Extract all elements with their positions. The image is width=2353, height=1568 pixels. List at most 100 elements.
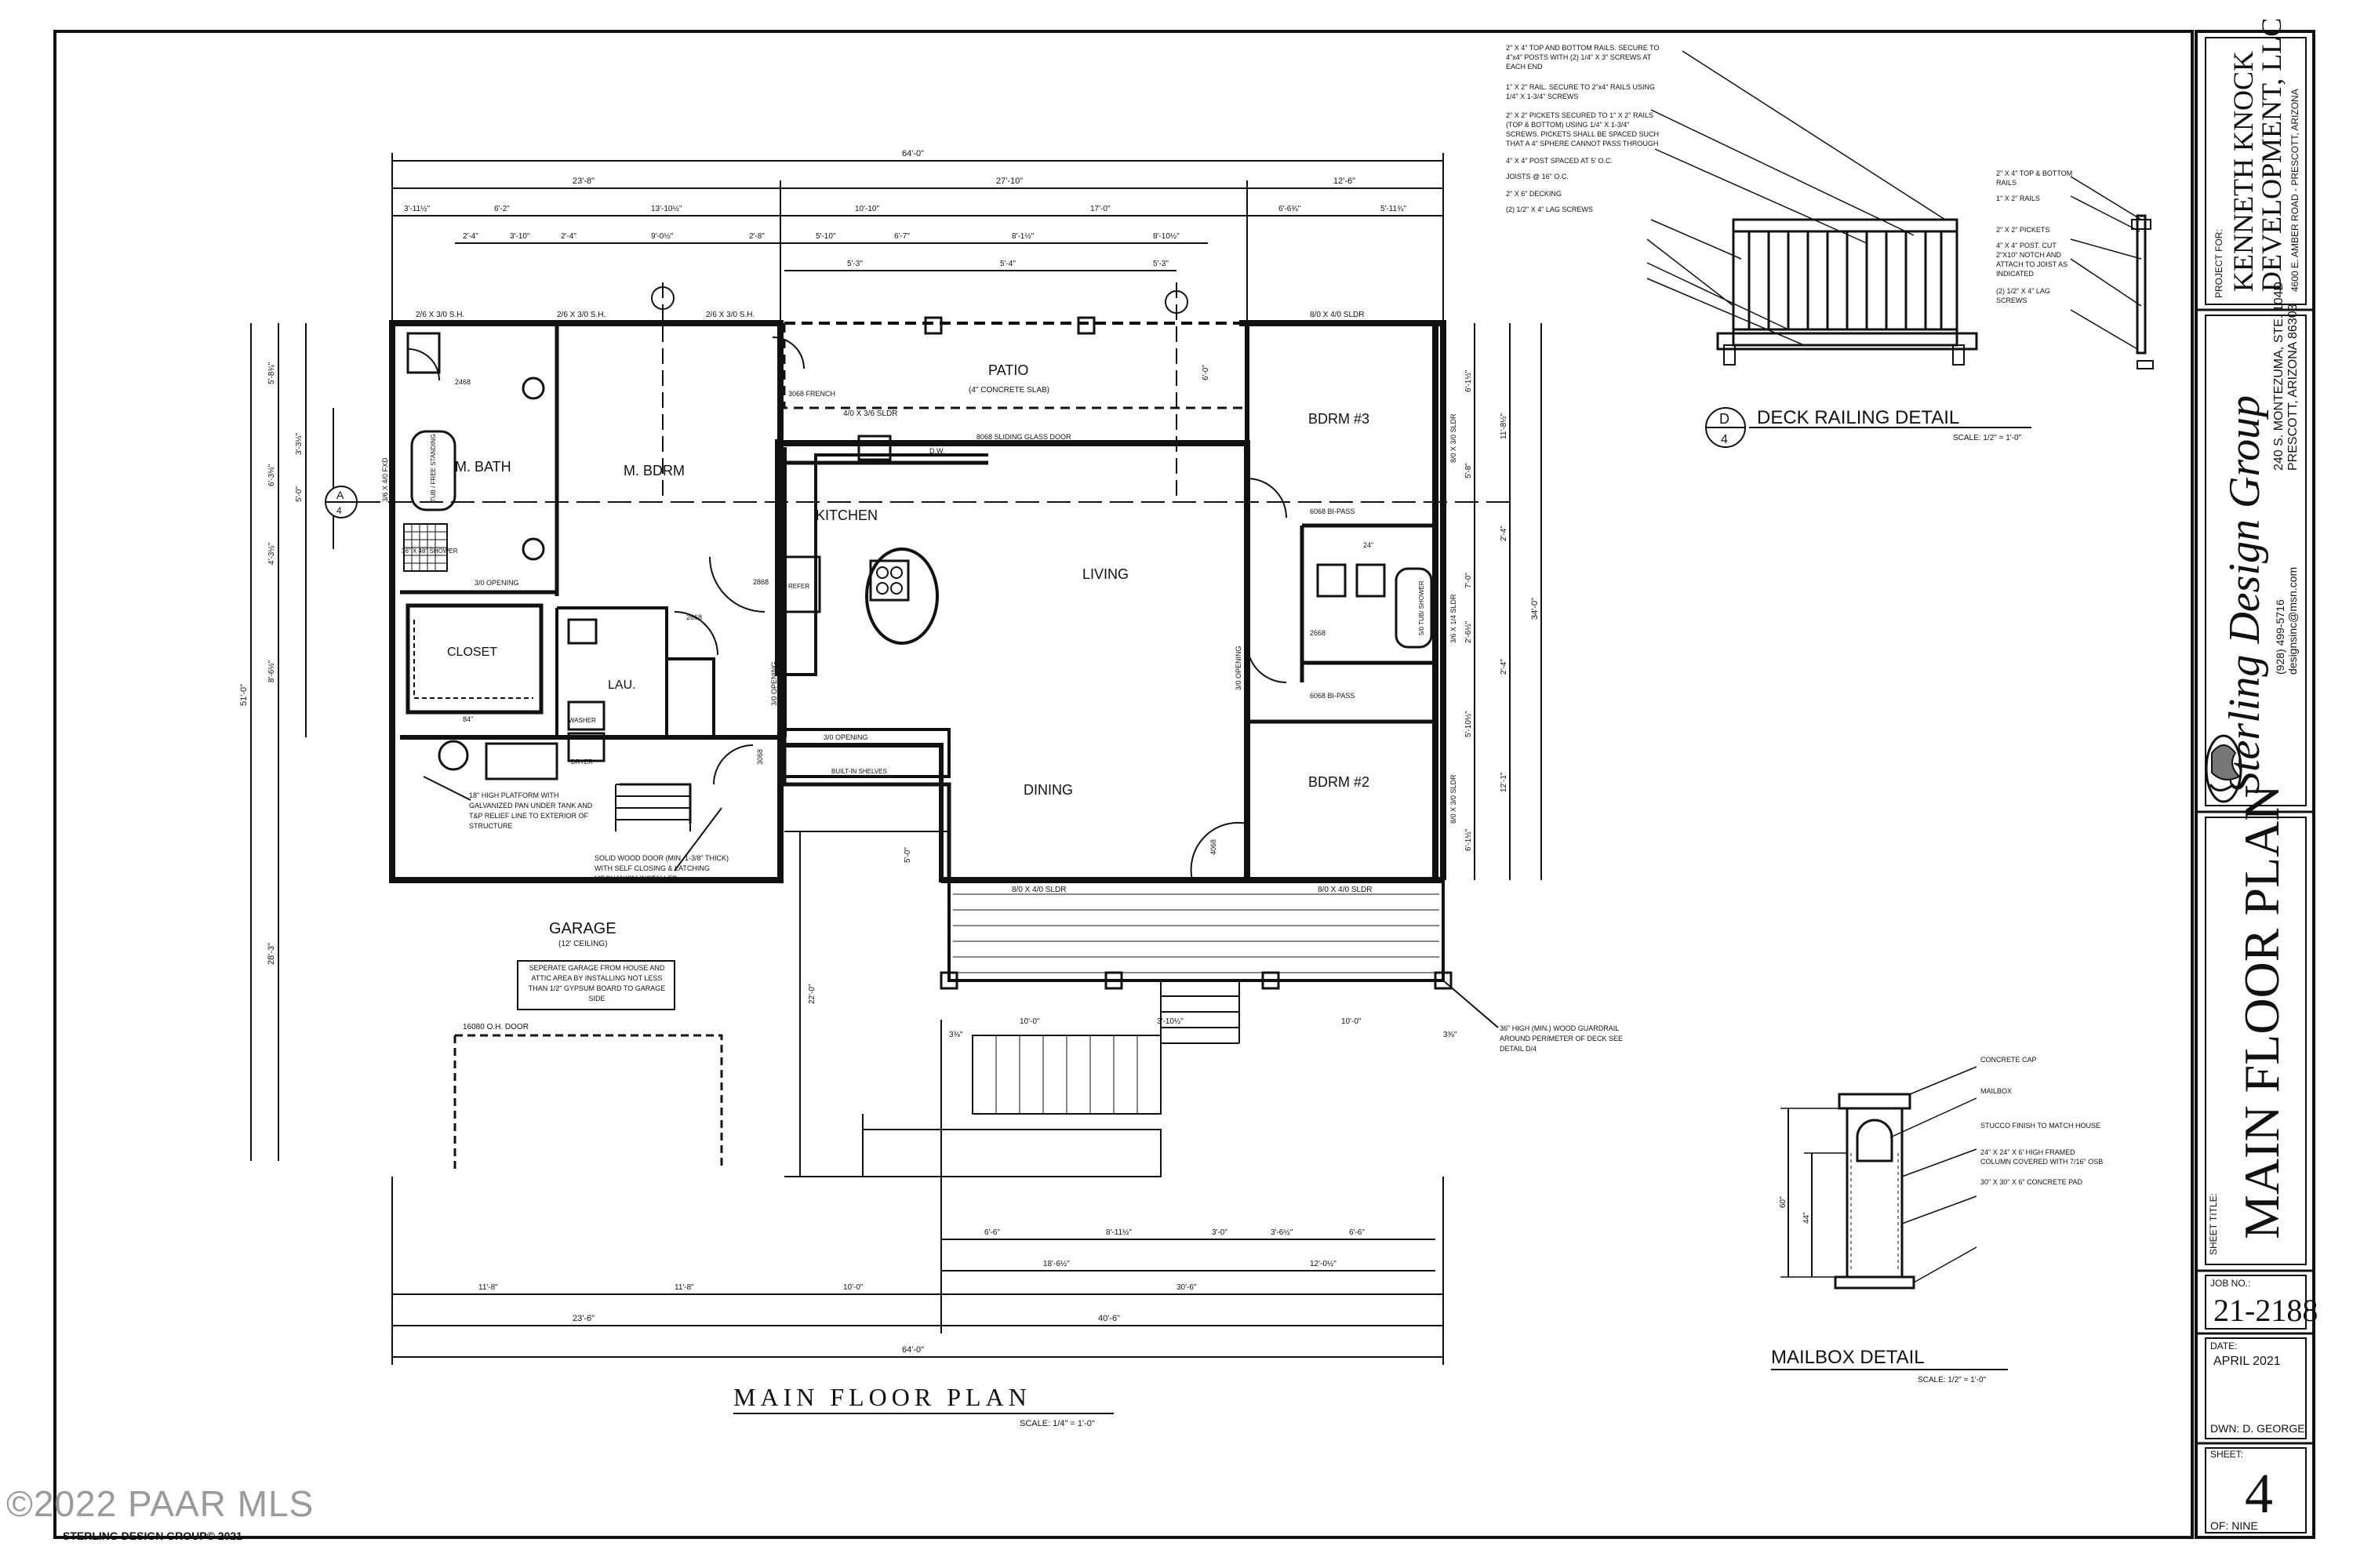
window-side-label: 3/6 X 4/0 FXD — [381, 457, 389, 502]
dim-top-2e: 17'-0" — [1090, 205, 1111, 213]
deck-railing-detail: D 4 DECK RAILING DETAIL SCALE: 1/2" = 1'… — [1506, 43, 2154, 448]
deck-note-4: 4" X 4" POST SPACED AT 5' O.C. — [1506, 157, 1613, 165]
firm-address1: 240 S. MONTEZUMA, STE. 104D — [2272, 282, 2286, 471]
dim-right-5: 7'-0" — [1464, 573, 1473, 588]
deck-detail-scale: SCALE: 1/2" = 1'-0" — [1953, 434, 2022, 442]
sheet-border — [53, 30, 2194, 1539]
deck-detail-side-notes: 2" X 4" TOP & BOTTOM RAILS 1" X 2" RAILS… — [1996, 169, 2078, 305]
date-label: DATE: — [2210, 1341, 2237, 1352]
mailbox-note-1: CONCRETE CAP — [1980, 1056, 2037, 1064]
room-lau: LAU. — [608, 678, 636, 692]
copyright-note: STERLING DESIGN GROUP© 2021 — [63, 1530, 242, 1542]
dim-top-2f: 6'-6¾" — [1278, 205, 1301, 213]
shelf-24-label: 24" — [1363, 541, 1373, 549]
sheet-label: SHEET: — [2210, 1449, 2243, 1460]
sheet-of: OF: NINE — [2210, 1519, 2258, 1532]
room-patio: PATIO — [988, 362, 1028, 378]
sheet-number: 4 — [2245, 1462, 2273, 1525]
room-living: LIVING — [1082, 566, 1129, 582]
dim-stairs-run: 22'-0" — [808, 984, 816, 1004]
dim-top-4a: 5'-3" — [847, 260, 863, 268]
deck-side-note-1: 2" X 4" TOP & BOTTOM RAILS — [1996, 169, 2073, 187]
date-value: APRIL 2021 — [2213, 1355, 2281, 1368]
opening2-label: 3/0 OPENING — [824, 733, 868, 741]
dim-top-2a: 3'-11½" — [404, 205, 431, 213]
opening3-label: 3/0 OPENING — [770, 661, 778, 706]
platform-note: 18" HIGH PLATFORM WITH GALVANIZED PAN UN… — [469, 791, 593, 830]
project-for-label: PROJECT FOR: — [2213, 229, 2224, 298]
dim-top-1a: 23'-8" — [573, 176, 595, 186]
deck-side-note-5: (2) 1/2" X 4" LAG SCREWS — [1996, 287, 2050, 304]
dryer-label: DRYER — [571, 759, 593, 766]
firm-phone: (928) 499-5716 — [2274, 599, 2286, 675]
room-bdrm2: BDRM #2 — [1308, 774, 1369, 790]
plan-scale: SCALE: 1/4" = 1'-0" — [1020, 1419, 1095, 1428]
room-m-bath: M. BATH — [455, 459, 511, 475]
dim-bottom-4b: 40'-6" — [1098, 1314, 1120, 1323]
dim-bottom-overall: 64'-0" — [902, 1345, 924, 1355]
dim-deck-depth: 5'-0" — [904, 847, 912, 863]
dim-top-3h: 8'-1½" — [1012, 232, 1035, 241]
firm-address2: PRESCOTT, ARIZONA 86303 — [2286, 304, 2300, 471]
dim-top-3i: 8'-10½" — [1153, 232, 1180, 241]
dim-deck-a: 10'-0" — [1020, 1017, 1040, 1026]
door-4068-label: 4068 — [1209, 839, 1217, 855]
dim-top-1b: 27'-10" — [996, 176, 1023, 186]
dim-bottom-3c: 10'-0" — [843, 1283, 864, 1292]
room-kitchen: KITCHEN — [816, 508, 878, 523]
dim-top-3a: 2'-4" — [463, 232, 478, 241]
dim-left-overall: 51'-0" — [239, 684, 249, 706]
dim-right-1: 6'-1½" — [1464, 369, 1473, 392]
deck-detail-notes: 2" X 4" TOP AND BOTTOM RAILS. SECURE TO … — [1506, 43, 1663, 214]
dim-left-4: 5'-0" — [295, 486, 304, 502]
dim-top-4b: 5'-4" — [1000, 260, 1016, 268]
garage-ceiling: (12' CEILING) — [558, 940, 607, 948]
patio-note: (4" CONCRETE SLAB) — [969, 386, 1049, 395]
plan-labels: M. BATH M. BDRM KITCHEN LIVING DINING BD… — [239, 149, 1623, 1428]
dim-left-6: 8'-6½" — [267, 660, 276, 682]
main-floor-plan — [250, 153, 1542, 1365]
dim-bottom-1d: 3'-6½" — [1271, 1228, 1293, 1237]
dim-right-6: 2'-6½" — [1464, 620, 1473, 643]
deck-note-2: 1" X 2" RAIL. SECURE TO 2"x4" RAILS USIN… — [1506, 83, 1656, 100]
bipass1-label: 6068 BI-PASS — [1310, 508, 1355, 515]
dim-bottom-1a: 6'-6" — [984, 1228, 1000, 1237]
dim-top-overall: 64'-0" — [902, 149, 924, 158]
section-marker-sheet: 4 — [336, 505, 342, 516]
window-label-bdrm3: 8/0 X 4/0 SLDR — [1310, 311, 1364, 319]
mls-watermark: ©2022 PAAR MLS — [6, 1483, 315, 1524]
room-m-bdrm: M. BDRM — [624, 463, 685, 478]
french-door-label: 3068 FRENCH — [788, 390, 835, 398]
window-label-c: 2/6 X 3/0 S.H. — [706, 311, 755, 319]
mailbox-detail-title: MAILBOX DETAIL — [1771, 1347, 1925, 1368]
bipass2-label: 6068 BI-PASS — [1310, 692, 1355, 700]
opening4-label: 3/0 OPENING — [1235, 646, 1242, 690]
dim-bottom-1c: 3'-0" — [1212, 1228, 1227, 1237]
window-label-4x36: 4/0 X 3/6 SLDR — [843, 409, 897, 418]
dim-deck-c: 10'-0" — [1341, 1017, 1362, 1026]
dim-top-3b: 3'-10" — [510, 232, 530, 241]
shower-label: 36" X 48" SHOWER — [402, 548, 458, 555]
dim-left-2: 3'-3½" — [295, 432, 304, 455]
dim-top-2d: 10'-10" — [855, 205, 879, 213]
dining-window1-label: 8/0 X 4/0 SLDR — [1012, 886, 1066, 894]
job-no-label: JOB NO.: — [2210, 1278, 2250, 1289]
shelf-84-label: 84" — [463, 715, 473, 723]
client-address: 4600 E. AMBER ROAD - PRESCOTT, ARIZONA — [2289, 89, 2300, 292]
door-3068-label: 3068 — [756, 749, 764, 765]
opening1-label: 3/0 OPENING — [475, 579, 519, 587]
dw-label: D.W. — [929, 447, 945, 455]
dim-top-3g: 6'-7" — [894, 232, 910, 241]
dim-top-4c: 5'-3" — [1153, 260, 1169, 268]
deck-side-note-3: 2" X 2" PICKETS — [1996, 226, 2050, 234]
oh-door-label: 16080 O.H. DOOR — [463, 1023, 529, 1031]
job-number: 21-2188 — [2213, 1293, 2318, 1328]
dim-top-2b: 6'-2" — [494, 205, 510, 213]
dim-top-3e: 2'-8" — [749, 232, 765, 241]
sheet-title-label: SHEET TITLE: — [2208, 1193, 2219, 1255]
dim-bottom-1b: 8'-11½" — [1106, 1228, 1133, 1237]
dim-top-3f: 5'-10" — [816, 232, 836, 241]
room-garage: GARAGE — [549, 920, 616, 937]
dim-top-2g: 5'-11¾" — [1380, 205, 1407, 213]
